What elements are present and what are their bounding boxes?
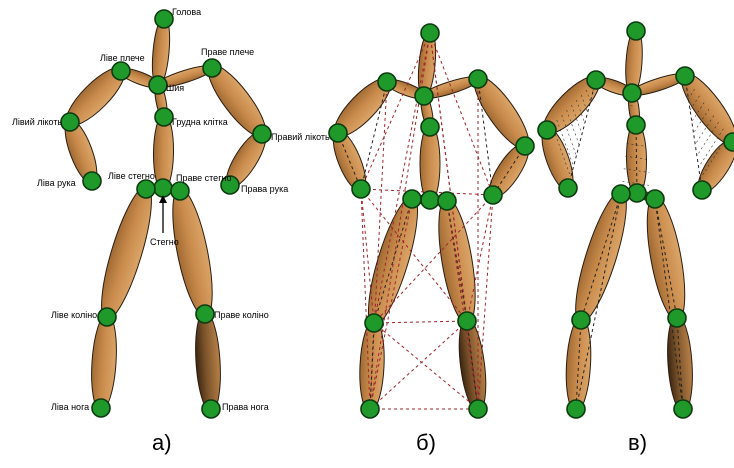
b-dashed-line-8 [361, 189, 374, 323]
c-joint-neck [623, 84, 641, 102]
label-chest: Грудна клітка [172, 117, 228, 127]
b-joint-left-hip [403, 190, 421, 208]
c-joint-left-hip [612, 185, 630, 203]
b-joint-left-hand [352, 180, 370, 198]
a-bone-left-thigh [92, 182, 161, 324]
label-left-hip: Ліве стегно [108, 171, 155, 181]
caption-a: а) [152, 430, 172, 455]
b-joint-right-shoulder [469, 70, 487, 88]
pelvis-arrow [159, 195, 167, 233]
c-joint-left-hand [559, 179, 577, 197]
a-joint-neck [149, 76, 167, 94]
b-dashed-line-14 [374, 321, 467, 323]
c-joint-left-shoulder [587, 71, 605, 89]
b-joint-left-elbow [329, 124, 347, 142]
a-joint-right-elbow [253, 125, 271, 143]
caption-b: б) [416, 430, 436, 455]
a-joint-head [155, 10, 173, 28]
c-joint-right-knee [668, 309, 686, 327]
figure-b [327, 24, 538, 418]
a-joint-right-knee [196, 305, 214, 323]
label-neck: Шия [166, 83, 184, 93]
a-bone-right-thigh [165, 185, 221, 320]
b-bones [327, 29, 538, 413]
b-joint-right-foot [469, 400, 487, 418]
a-bone-left-shin [89, 313, 119, 412]
b-joint-head [421, 24, 439, 42]
b-joint-left-shoulder [378, 73, 396, 91]
c-joint-right-foot [674, 400, 692, 418]
a-joint-pelvis [154, 179, 172, 197]
figure-a-labels: Голова Ліве плече Праве плече Шия Лівий … [12, 7, 330, 412]
c-joint-right-elbow [724, 133, 734, 151]
a-joint-right-foot [202, 400, 220, 418]
figure-a [59, 10, 275, 418]
b-joint-chest [421, 118, 439, 136]
b-joint-left-foot [361, 400, 379, 418]
b-joint-right-hand [484, 186, 502, 204]
label-left-foot: Ліва нога [51, 402, 89, 412]
label-right-foot: Права нога [222, 402, 269, 412]
b-joint-right-elbow [516, 137, 534, 155]
label-head: Голова [172, 7, 201, 17]
b-joint-right-knee [458, 312, 476, 330]
label-pelvis: Стегно [150, 237, 179, 247]
c-joint-right-hand [693, 181, 711, 199]
label-left-knee: Ліве коліно [51, 310, 97, 320]
b-joint-pelvis [421, 191, 439, 209]
a-joint-left-hip [137, 180, 155, 198]
c-joint-left-elbow [538, 121, 556, 139]
a-bone-right-shin [193, 310, 223, 413]
a-joint-right-hip [171, 182, 189, 200]
label-left-hand: Ліва рука [37, 178, 76, 188]
c-bone-right-shin [665, 314, 695, 413]
a-joint-left-shoulder [112, 62, 130, 80]
label-left-shoulder: Ліве плече [100, 53, 145, 63]
label-left-elbow: Лівий лікоть [12, 117, 62, 127]
a-joint-left-hand [83, 172, 101, 190]
c-joint-right-hip [646, 190, 664, 208]
a-joint-chest [155, 108, 173, 126]
a-joint-left-knee [98, 308, 116, 326]
b-joint-left-knee [365, 314, 383, 332]
c-joint-chest [627, 116, 645, 134]
c-joint-head [627, 22, 645, 40]
a-joint-right-shoulder [203, 59, 221, 77]
a-bones [59, 15, 275, 412]
b-joint-right-hip [438, 192, 456, 210]
b-joint-neck [415, 87, 433, 105]
caption-c: в) [628, 430, 647, 455]
label-right-elbow: Правий лікоть [271, 132, 330, 142]
b-bone-left-thigh [359, 192, 427, 331]
label-right-hand: Права рука [241, 184, 288, 194]
c-joint-right-shoulder [676, 67, 694, 85]
a-joint-left-foot [92, 399, 110, 417]
c-joint-left-knee [572, 311, 590, 329]
label-right-hip: Праве стегно [176, 173, 231, 183]
label-right-knee: Праве коліно [214, 310, 269, 320]
c-joint-left-foot [567, 400, 585, 418]
a-joint-left-elbow [61, 113, 79, 131]
label-right-shoulder: Праве плече [201, 47, 254, 57]
figure-c [536, 22, 734, 418]
